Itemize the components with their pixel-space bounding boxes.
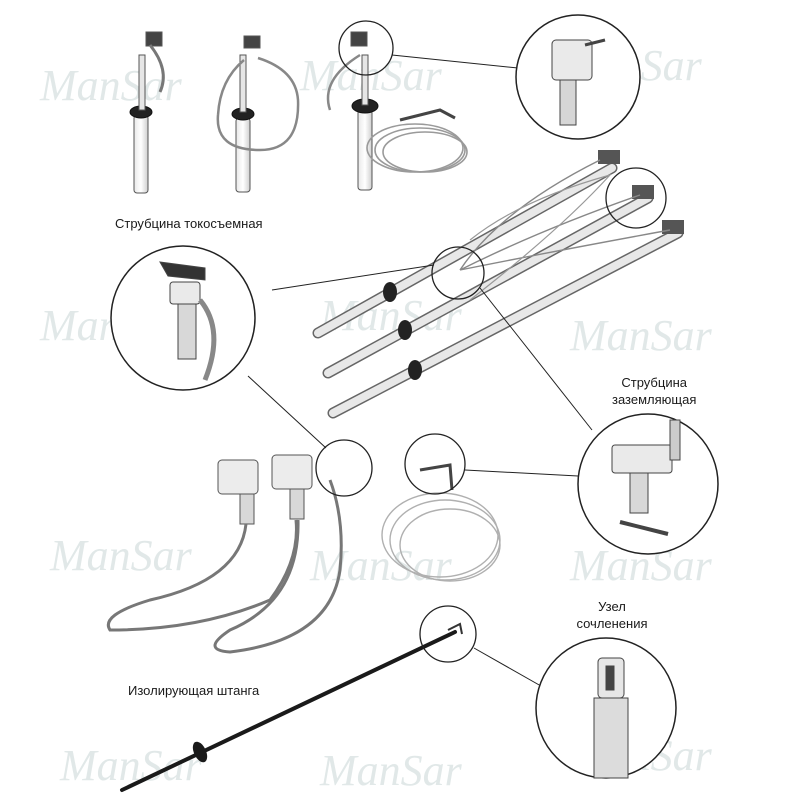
label-grounding-clamp-line1: Струбцина xyxy=(621,375,687,390)
clamps-with-cables xyxy=(106,454,343,654)
current-clamp-closeup xyxy=(159,261,217,381)
leader-line xyxy=(464,469,579,477)
clamp-head xyxy=(243,35,261,49)
rod-handle xyxy=(357,109,373,191)
cable xyxy=(148,44,165,93)
label-joint-node: Узел сочленения xyxy=(572,598,652,632)
label-current-collecting-clamp: Струбцина токосъемная xyxy=(115,216,263,231)
cable xyxy=(216,56,300,152)
rod-handle xyxy=(235,117,251,193)
leader-line xyxy=(271,264,435,291)
leader-line xyxy=(479,287,593,431)
coiled-cable xyxy=(366,108,468,173)
leader-line xyxy=(247,375,327,449)
grounding-rods xyxy=(312,150,684,419)
rod-shaft xyxy=(361,54,369,106)
label-grounding-clamp-line2: заземляющая xyxy=(612,392,697,407)
detail-marker xyxy=(404,433,466,495)
detail-marker xyxy=(338,20,394,76)
label-grounding-clamp: Струбцина заземляющая xyxy=(612,374,696,408)
leader-line xyxy=(391,54,519,69)
clamp-head xyxy=(350,31,368,47)
leader-line xyxy=(473,647,549,691)
rod-shaft xyxy=(138,54,146,111)
rod-handle xyxy=(133,114,149,194)
vertical-rod-set xyxy=(129,31,379,194)
cable xyxy=(326,53,361,111)
joint-node-closeup xyxy=(593,657,629,779)
clamp-head xyxy=(145,31,163,47)
label-insulating-rod: Изолирующая штанга xyxy=(128,683,260,698)
detail-marker xyxy=(605,167,667,229)
detail-marker xyxy=(431,246,485,300)
label-joint-node-line2: сочленения xyxy=(576,616,648,631)
label-joint-node-line1: Узел xyxy=(598,599,626,614)
clamp-closeup xyxy=(551,38,606,126)
coiled-cable xyxy=(381,463,501,582)
detail-marker xyxy=(419,605,477,663)
insulating-rod xyxy=(120,622,463,792)
rod-shaft xyxy=(239,54,247,113)
grounding-clamp-closeup xyxy=(611,419,681,536)
detail-marker xyxy=(315,439,373,497)
